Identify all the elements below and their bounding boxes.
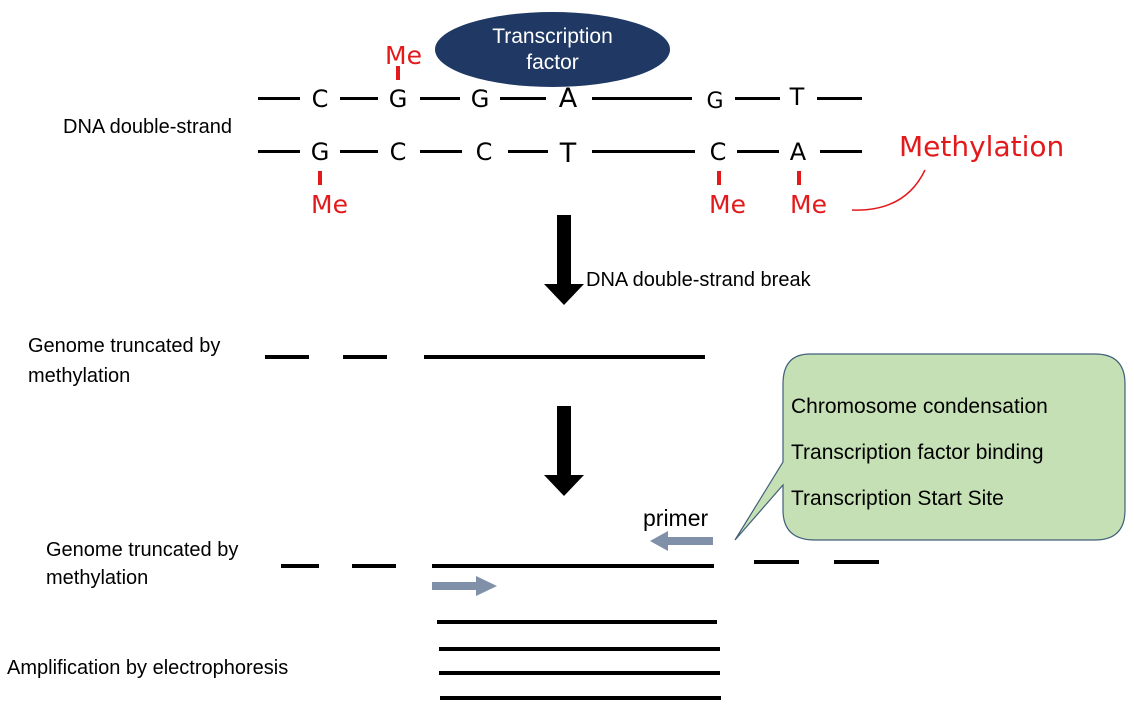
tf-label-line-2: factor [526,50,579,74]
dna-break-label: DNA double-strand break [586,269,811,291]
dna-double-strand-label: DNA double-strand [63,116,232,138]
base-c: C [475,138,493,166]
truncated-label-line-1: Genome truncated by [28,335,221,357]
base-g: G [388,85,408,113]
methylation-leader-line [851,169,926,211]
callout-item: Transcription factor binding [791,441,1044,464]
truncated-label-line-2: methylation [28,365,131,387]
callout-bubble [734,353,1126,541]
backbone-segment [592,97,692,100]
methyl-tick [797,171,801,185]
down-arrow-icon [544,215,584,305]
backbone-segment [258,150,300,153]
fragment [754,560,799,564]
base-a: A [558,83,578,114]
truncated-label-line-2: methylation [46,567,149,589]
backbone-segment [820,150,862,153]
backbone-segment [737,150,779,153]
transcription-factor-ellipse: Transcription factor [435,12,670,87]
backbone-segment [420,150,462,153]
base-t: T [789,83,805,111]
amplicon-band [439,647,720,651]
base-g: G [470,85,490,113]
methyl-mark: Me [790,190,827,219]
backbone-segment [340,97,378,100]
callout-item: Transcription Start Site [791,487,1004,510]
amplification-label: Amplification by electrophoresis [7,657,289,679]
fragment [265,355,309,359]
base-c: C [389,138,407,166]
methylation-label: Methylation [899,130,1065,163]
callout-item: Chromosome condensation [791,395,1048,418]
base-t: T [559,138,577,169]
base-a: A [789,138,807,166]
amplicon-band [439,671,720,675]
tf-label-line-1: Transcription [492,24,613,48]
backbone-segment [340,150,378,153]
base-g: G [310,138,330,166]
forward-primer-arrow-icon [432,576,497,596]
reverse-primer-arrow-icon [650,531,713,551]
backbone-segment [735,97,780,100]
fragment [424,355,705,359]
fragment [343,355,387,359]
amplicon-band [440,696,721,700]
methyl-mark: Me [311,190,348,219]
base-c: C [709,138,727,166]
fragment [352,564,396,568]
backbone-segment [508,150,548,153]
methyl-mark: Me [709,190,746,219]
truncated-label-line-1: Genome truncated by [46,539,239,561]
methyl-tick [396,66,400,80]
backbone-segment [592,150,695,153]
fragment [281,564,319,568]
amplicon-band [437,620,717,624]
backbone-segment [817,97,862,100]
methyl-tick [717,171,721,185]
methyl-tick [318,171,322,185]
primer-label: primer [643,505,709,531]
callout-text: Chromosome condensation Transcription fa… [791,384,1048,522]
down-arrow-icon [544,406,584,496]
backbone-segment [500,97,546,100]
backbone-segment [258,97,300,100]
backbone-segment [420,97,460,100]
fragment [432,564,714,568]
base-c: C [311,85,329,113]
methyl-mark: Me [385,41,422,70]
fragment [834,560,879,564]
base-g: G [706,89,724,114]
